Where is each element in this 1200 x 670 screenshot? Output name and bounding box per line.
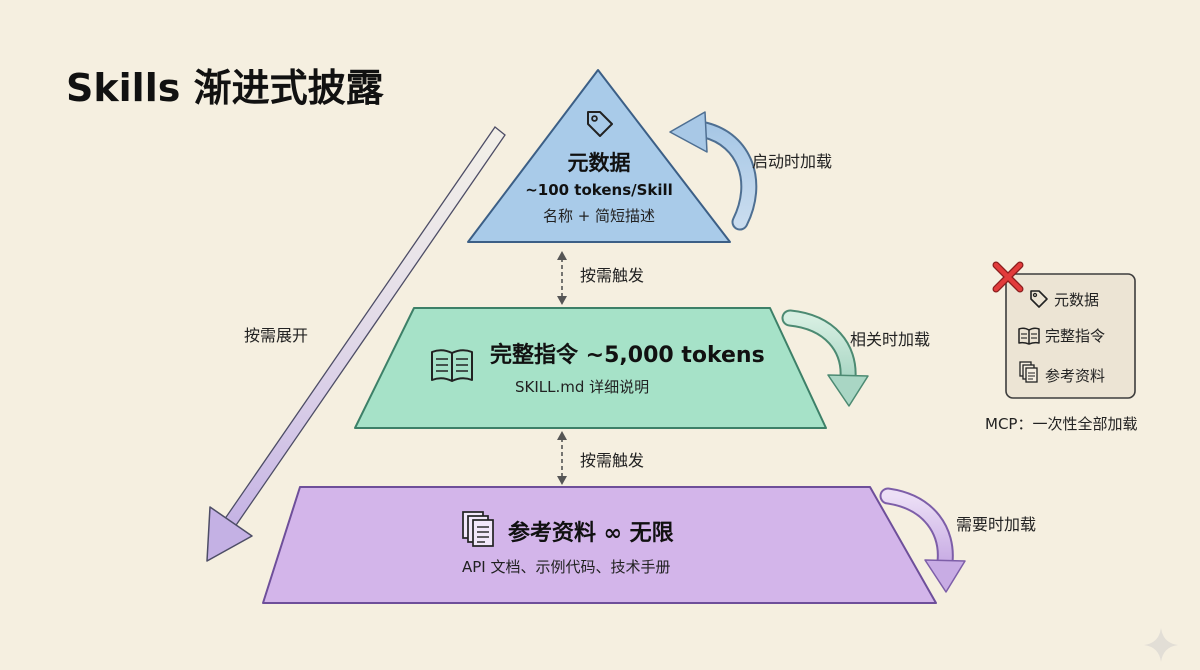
sparkle-icon [1144,628,1178,662]
startup-load-label: 启动时加载 [752,152,832,171]
mcp-item-instructions: 完整指令 [1045,327,1105,345]
mcp-item-references: 参考资料 [1045,367,1105,385]
tag-icon [1030,290,1048,308]
mcp-box: 元数据 完整指令 参考资料 [1005,273,1136,399]
level-references: 参考资料 ∞ 无限 API 文档、示例代码、技术手册 [262,486,937,604]
book-icon [431,349,473,382]
relevant-load-label: 相关时加载 [850,330,930,349]
connector-2-label: 按需触发 [580,451,644,470]
level-metadata: 元数据 ~100 tokens/Skill 名称 + 简短描述 [467,69,731,243]
metadata-title: 元数据 [568,151,631,175]
expand-arrow-label: 按需展开 [244,326,308,345]
page-title: Skills 渐进式披露 [66,66,385,110]
level-instructions: 完整指令 ~5,000 tokens SKILL.md 详细说明 [354,307,827,429]
documents-icon [462,511,494,547]
references-title: 参考资料 ∞ 无限 [508,520,674,546]
relevant-load-arrow [781,309,869,407]
cross-icon [992,261,1024,293]
connector-2 [557,431,567,485]
connector-1-label: 按需触发 [580,266,644,285]
metadata-tokens: ~100 tokens/Skill [525,181,673,199]
instructions-description: SKILL.md 详细说明 [515,378,649,396]
connector-1 [557,251,567,305]
metadata-description: 名称 + 简短描述 [543,207,655,225]
references-description: API 文档、示例代码、技术手册 [462,558,671,576]
documents-icon [1019,361,1038,383]
mcp-caption: MCP：一次性全部加载 [985,415,1137,433]
expand-arrow [206,126,506,562]
mcp-item-metadata: 元数据 [1054,291,1099,309]
instructions-title: 完整指令 ~5,000 tokens [490,342,765,368]
needed-load-arrow [879,487,966,593]
needed-load-label: 需要时加载 [956,515,1036,534]
startup-load-arrow [669,111,758,231]
tag-icon [587,111,613,137]
book-icon [1018,327,1040,345]
